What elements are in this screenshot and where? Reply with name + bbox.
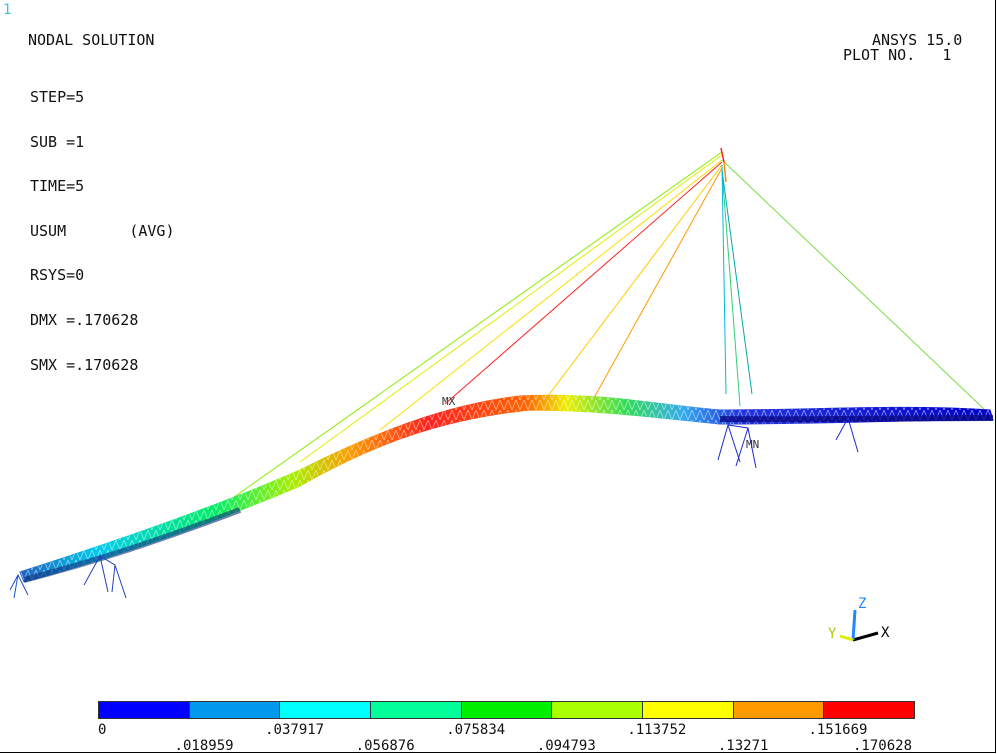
legend-label-0: 0 [98, 722, 107, 738]
info-rsys: RSYS=0 [30, 266, 85, 285]
legend-swatch-3 [371, 702, 462, 718]
triad-x-label: X [881, 625, 890, 641]
legend-label-5: .094793 [536, 738, 596, 753]
pylon [720, 147, 727, 183]
legend-label-7: .13271 [717, 738, 769, 753]
info-dmx: DMX =.170628 [30, 310, 139, 329]
legend-label-8: .151669 [808, 722, 868, 738]
info-usum: USUM (AVG) [30, 221, 175, 240]
legend-swatch-2 [280, 702, 372, 718]
info-step: STEP=5 [30, 88, 85, 106]
legend-swatch-0 [99, 702, 190, 718]
plot-title: NODAL SOLUTION [28, 31, 155, 49]
legend-swatch-5 [552, 702, 644, 718]
legend-label-3: .056876 [355, 738, 415, 753]
legend-label-4: .075834 [446, 722, 506, 738]
model-plot[interactable]: MX MN X Z Y [0, 0, 996, 700]
stay-cables [229, 151, 986, 501]
min-marker: MN [746, 438, 759, 451]
product-version: ANSYS 15.0 [872, 31, 963, 49]
legend-swatch-7 [733, 702, 825, 718]
legend-label-1: .018959 [174, 738, 234, 753]
window-number: 1 [3, 2, 12, 18]
max-marker: MX [442, 395, 456, 408]
info-time: TIME=5 [30, 177, 85, 196]
plot-number: PLOT NO. 1 [843, 46, 952, 64]
legend-swatch-6 [643, 702, 734, 718]
legend-label-6: .113752 [627, 722, 687, 738]
triad-z-label: Z [858, 596, 866, 612]
triad-y-label: Y [828, 626, 837, 642]
legend-swatch-1 [189, 702, 281, 718]
coordinate-triad: X Z Y [828, 596, 890, 642]
supports [9, 416, 859, 599]
legend-label-9: .170628 [853, 738, 913, 753]
info-smx: SMX =.170628 [30, 355, 139, 374]
solution-info: STEP=5 SUB =1 TIME=5 USUM (AVG) RSYS=0 D… [30, 60, 175, 402]
legend-swatch-4 [461, 702, 553, 718]
legend-swatch-8 [824, 702, 915, 718]
legend-label-2: .037917 [265, 722, 325, 738]
info-sub: SUB =1 [30, 132, 85, 151]
contour-legend-bar [98, 701, 915, 719]
bridge-deck [19, 394, 994, 583]
